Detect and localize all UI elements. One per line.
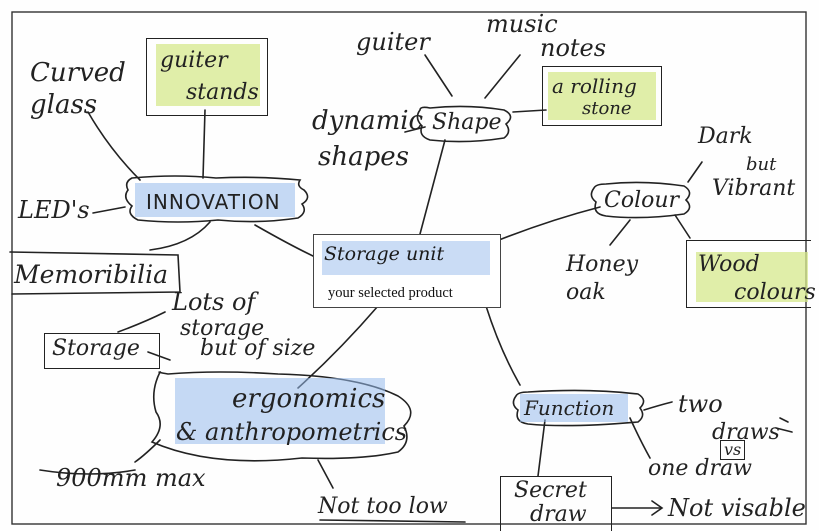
highlight-rolling-stone (548, 72, 656, 120)
note-memoribilia: Memoribilia (14, 260, 168, 289)
note-curved-2: glass (30, 90, 98, 120)
note-wood-2: colours (734, 280, 816, 305)
note-storage: Storage (52, 336, 140, 361)
note-vs: vs (720, 440, 746, 460)
note-music-1: music (486, 10, 558, 38)
note-rolling-1: a rolling (552, 74, 637, 98)
note-curved-1: Curved (30, 58, 126, 88)
wood-colours-box (686, 240, 811, 308)
note-guiter-stands-1: guiter (160, 48, 228, 73)
node-innovation: INNOVATION (146, 190, 281, 214)
note-guiter: guiter (356, 28, 430, 56)
note-honey-2: oak (566, 280, 606, 305)
note-guiter-stands-2: stands (186, 80, 259, 105)
note-lots-3: but of size (200, 336, 316, 361)
guiter-stands-box (146, 38, 268, 116)
note-two-1: two (678, 390, 723, 418)
center-highlight (322, 241, 490, 275)
node-colour: Colour (604, 188, 680, 213)
highlight-ergonomics (175, 378, 385, 444)
note-dynamic-2: shapes (318, 142, 409, 172)
center-subtitle: your selected product (328, 285, 453, 301)
note-dynamic-1: dynamic (312, 106, 424, 136)
note-lots-1: Lots of (172, 288, 256, 316)
note-low: Not too low (318, 494, 448, 519)
secret-draw-box (500, 476, 612, 531)
note-two-2: draws (712, 420, 780, 445)
note-visable: Not visable (668, 494, 806, 522)
highlight-guiter-stands (156, 44, 260, 106)
note-max: 900mm max (56, 464, 206, 492)
note-secret-1: Secret (514, 478, 587, 503)
note-leds: LED's (18, 196, 90, 224)
note-dark-2: but (746, 154, 777, 175)
node-shape: Shape (432, 110, 502, 135)
highlight-wood-colours (696, 252, 808, 302)
note-wood-1: Wood (698, 252, 760, 277)
note-honey-1: Honey (566, 252, 639, 277)
highlight-function (520, 394, 628, 422)
node-function: Function (524, 396, 615, 420)
center-node: Storage unit your selected product (313, 234, 501, 308)
note-music-2: notes (540, 34, 607, 62)
note-rolling-2: stone (582, 98, 632, 119)
rolling-stone-box (542, 66, 662, 126)
highlight-innovation (135, 183, 295, 217)
note-dark-1: Dark (698, 124, 753, 149)
note-one: one draw (648, 456, 752, 481)
node-ergonomics-line1: ergonomics (232, 384, 386, 414)
note-dark-3: Vibrant (712, 176, 796, 201)
note-lots-2: storage (180, 316, 265, 341)
note-secret-2: draw (530, 502, 587, 527)
storage-box (44, 333, 160, 369)
center-title: Storage unit (324, 243, 445, 265)
node-ergonomics-line2: & anthropometrics (176, 418, 408, 446)
